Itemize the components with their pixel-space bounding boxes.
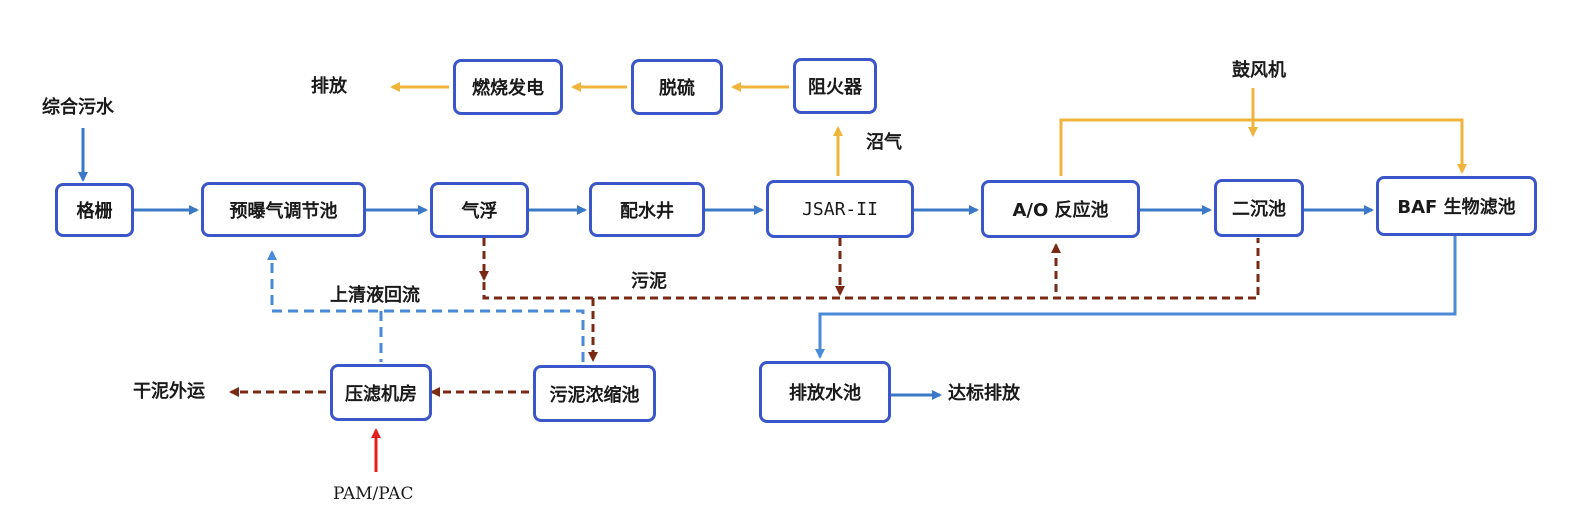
arrow-blower-to-baf [1059,118,1467,176]
jsar-box: JSAR-II [766,180,914,238]
power-generation-box: 燃烧发电 [453,59,563,115]
desulfurization-box: 脱硫 [631,59,723,115]
sludge-label: 污泥 [631,271,667,292]
flame-arrester-box: 阻火器 [793,58,877,114]
sludge-thickener-box: 污泥浓缩池 [533,365,656,422]
filter-press-room-box: 压滤机房 [330,364,432,421]
water-flow-arrows [78,128,1374,400]
biogas-label: 沼气 [866,132,902,153]
arrow-supernatant-return [267,250,585,362]
influent-label: 综合污水 [42,97,114,118]
blower-label: 鼓风机 [1232,60,1286,81]
sludge-collection-line [482,238,1260,300]
dry-sludge-label: 干泥外运 [133,381,205,402]
gas-flow-arrows [390,82,1467,176]
secondary-clarifier-box: 二沉池 [1214,179,1304,237]
air-flotation-box: 气浮 [430,182,529,238]
discharge-tank-box: 排放水池 [759,361,891,423]
arrow-baf-to-discharge-tank [815,236,1457,359]
sludge-flow-arrows [229,238,1260,397]
ao-tank-box: A/O 反应池 [981,180,1140,238]
supernatant-return-arrows [267,250,585,362]
compliant-discharge-label: 达标排放 [948,383,1020,404]
baf-tank-box: BAF 生物滤池 [1376,176,1537,236]
supernatant-return-label: 上清液回流 [330,285,420,306]
exhaust-label: 排放 [311,76,347,97]
grille-box: 格栅 [55,183,134,237]
pre-aeration-tank-box: 预曝气调节池 [201,182,366,237]
distribution-well-box: 配水井 [589,182,705,237]
chemicals-label: PAM/PAC [333,484,414,504]
